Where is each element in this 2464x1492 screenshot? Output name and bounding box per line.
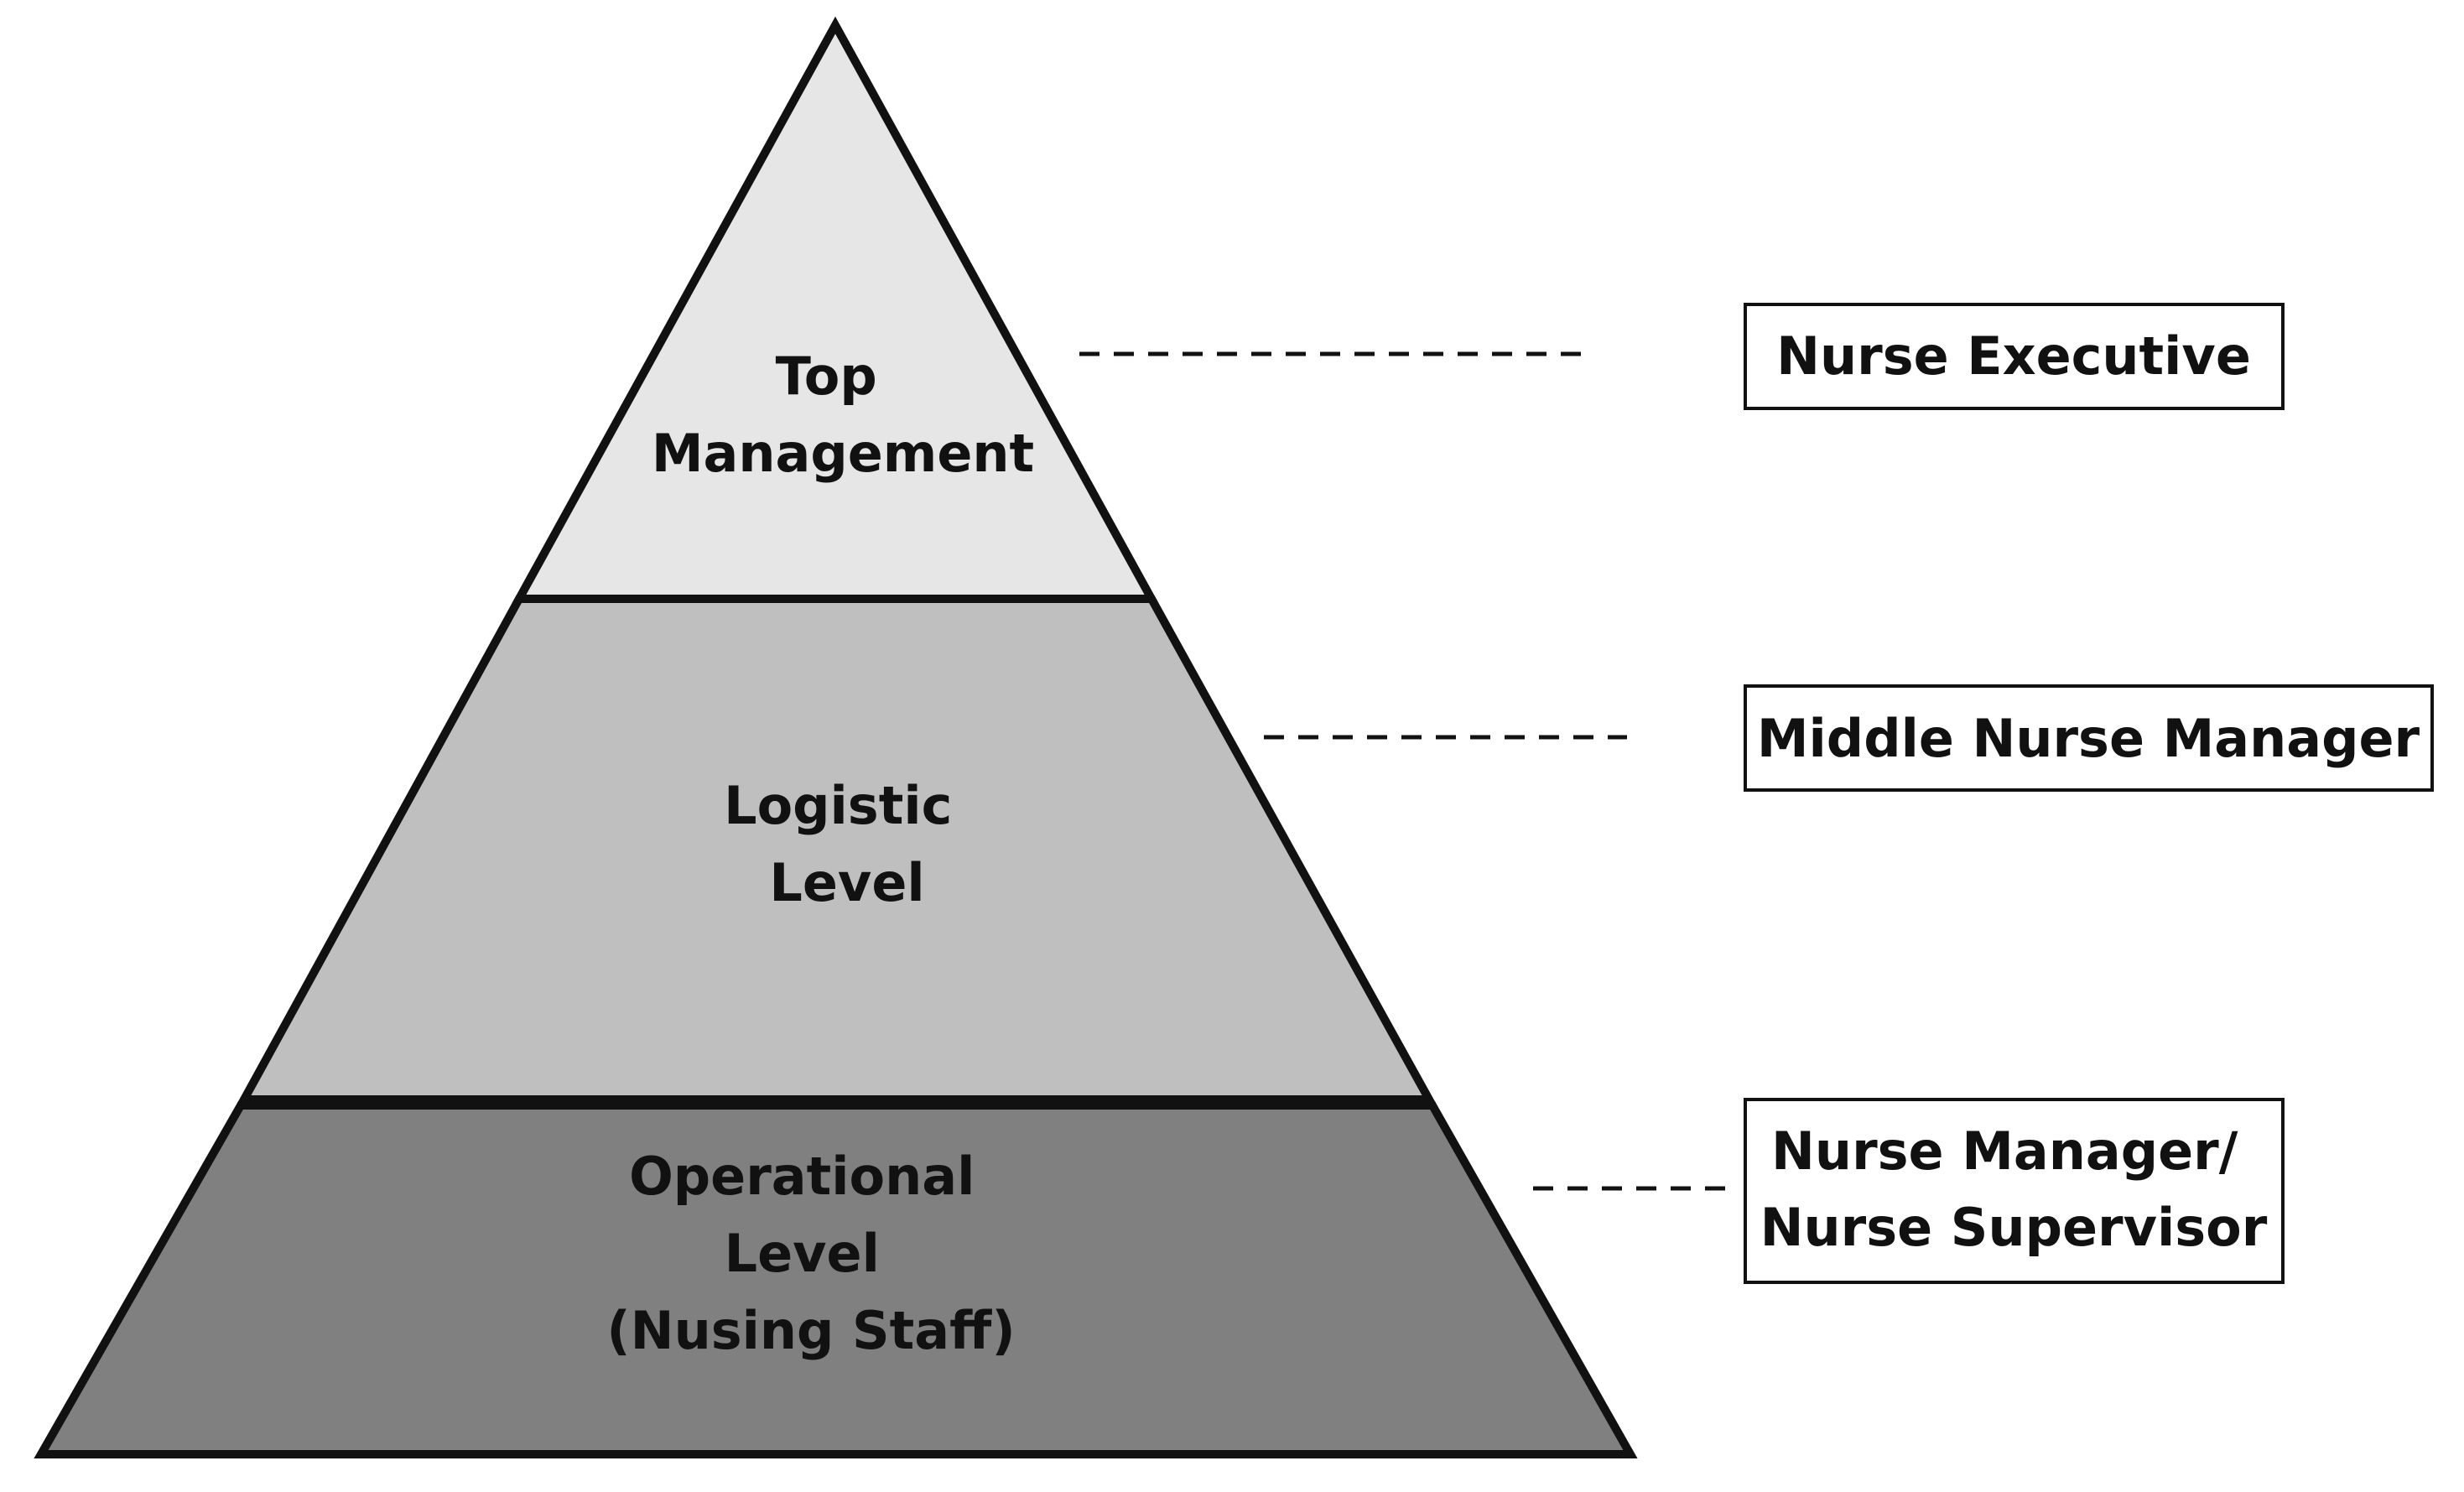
tier-logistic-label: Logistic Level xyxy=(724,775,970,913)
tier-operational-line-1: Operational xyxy=(629,1146,975,1207)
tier-top-shape xyxy=(512,16,1159,603)
role-manager-box xyxy=(1744,1098,2285,1284)
role-middle-line-1: Middle Nurse Manager xyxy=(1757,708,2420,769)
tier-operational-label: Operational Level (Nusing Staff) xyxy=(606,1146,1015,1361)
role-executive-label: Nurse Executive xyxy=(1776,325,2251,387)
role-manager-line-2: Nurse Supervisor xyxy=(1760,1197,2268,1258)
role-executive-line-1: Nurse Executive xyxy=(1776,325,2251,387)
role-manager-line-1: Nurse Manager/ xyxy=(1771,1120,2238,1182)
tier-logistic-shape xyxy=(237,595,1437,1104)
tier-operational-line-3: (Nusing Staff) xyxy=(606,1300,1015,1361)
tier-logistic-line-1: Logistic xyxy=(724,775,952,836)
tier-operational-shape xyxy=(34,1101,1638,1458)
tier-logistic-line-2: Level xyxy=(769,852,924,913)
tier-top-line-1: Top xyxy=(776,346,877,407)
role-middle-label: Middle Nurse Manager xyxy=(1757,708,2420,769)
role-middle-box xyxy=(1744,684,2434,792)
tier-top-line-2: Management xyxy=(652,423,1034,484)
tier-top-label: Top Management xyxy=(652,346,1034,484)
role-executive-box xyxy=(1744,303,2285,410)
tier-operational-line-2: Level xyxy=(725,1223,880,1284)
role-manager-label: Nurse Manager/ Nurse Supervisor xyxy=(1760,1120,2268,1258)
